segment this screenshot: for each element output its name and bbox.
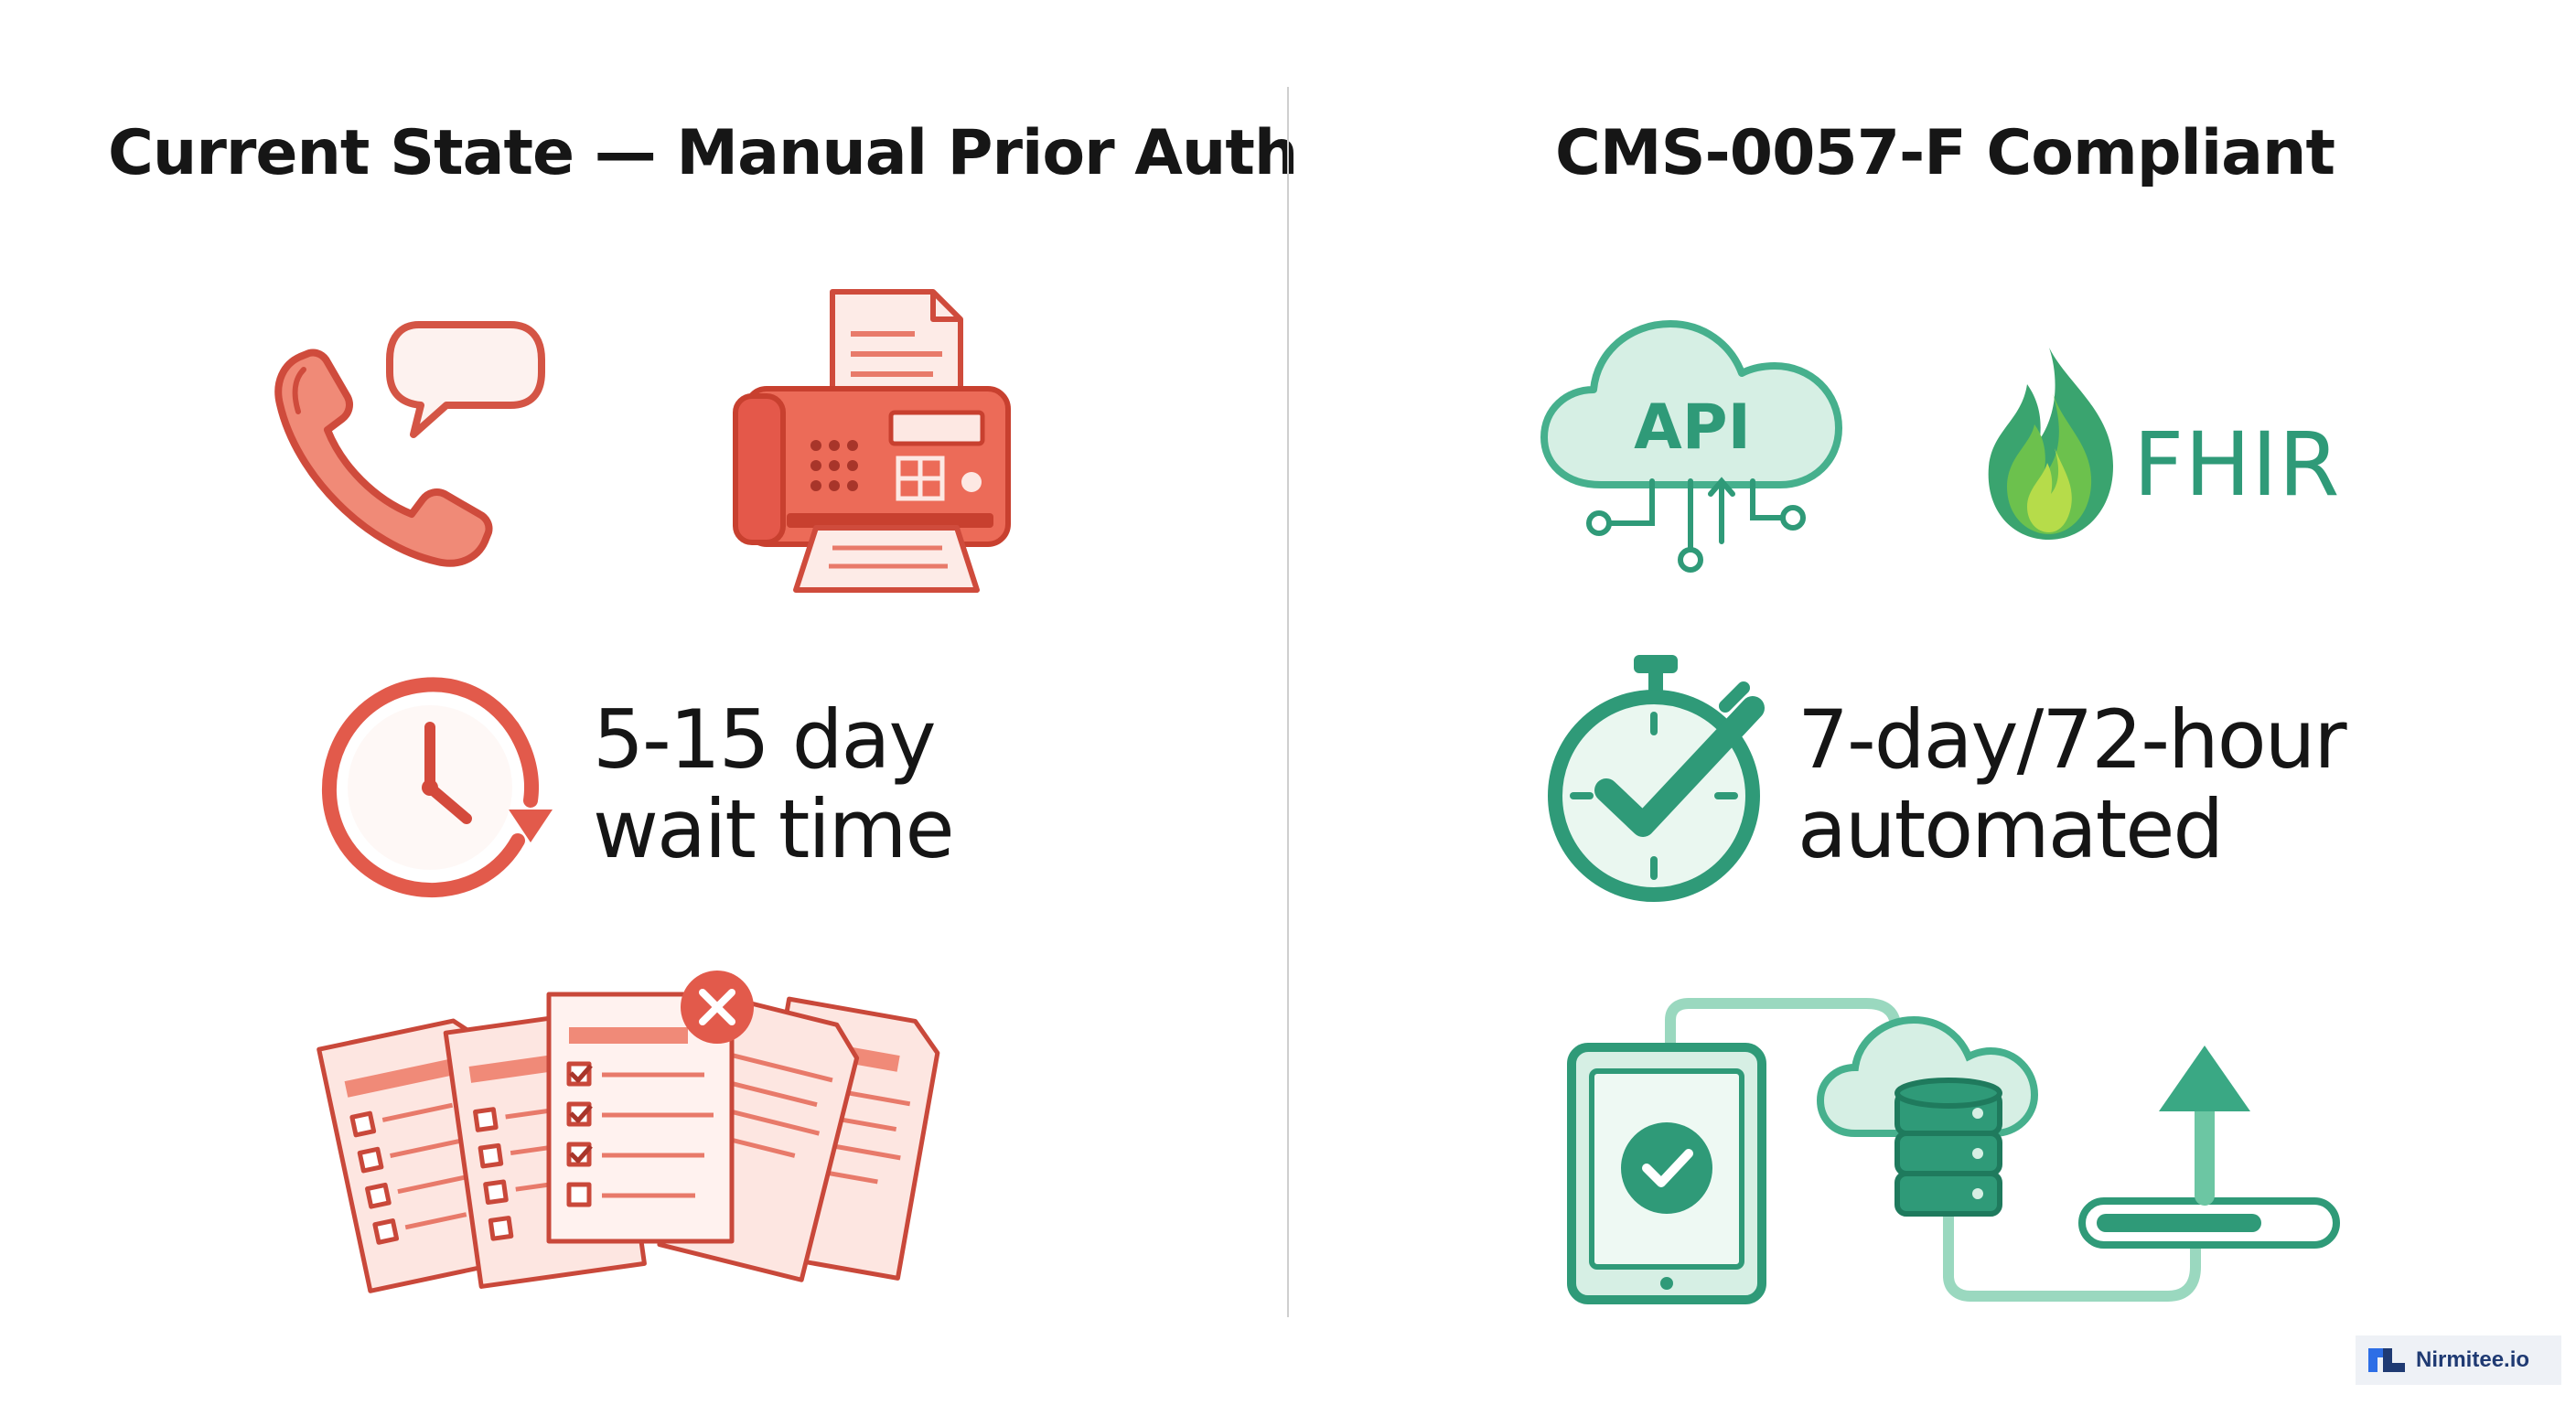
nirmitee-logo-icon	[2368, 1348, 2405, 1372]
wait-time-line-1: 5-15 day	[593, 692, 937, 787]
digital-workflow-icon	[1567, 998, 2340, 1304]
watermark: Nirmitee.io	[2356, 1335, 2561, 1385]
clock-icon	[321, 677, 553, 898]
fax-machine-icon	[733, 289, 1011, 593]
panel-divider	[1287, 87, 1289, 1317]
stopwatch-check-icon	[1548, 655, 1765, 902]
api-label: API	[1634, 391, 1751, 464]
automated-line-2: automated	[1798, 782, 2224, 876]
fhir-label: FHIR	[2133, 413, 2341, 516]
current-state-title: Current State — Manual Prior Auth	[108, 117, 1298, 189]
paperwork-stack-icon	[317, 971, 940, 1293]
speech-bubble-icon	[386, 321, 545, 438]
compliant-title: CMS-0057-F Compliant	[1555, 117, 2335, 189]
cloud-api-icon: API	[1540, 320, 1842, 573]
wait-time-line-2: wait time	[593, 782, 955, 876]
automated-line-1: 7-day/72-hour	[1798, 692, 2347, 787]
wait-time-caption: 5-15 day wait time	[593, 695, 1023, 874]
fhir-flame-icon	[1988, 348, 2113, 540]
automated-caption: 7-day/72-hour automated	[1798, 695, 2383, 874]
watermark-text: Nirmitee.io	[2416, 1347, 2530, 1372]
phone-icon	[274, 349, 493, 567]
